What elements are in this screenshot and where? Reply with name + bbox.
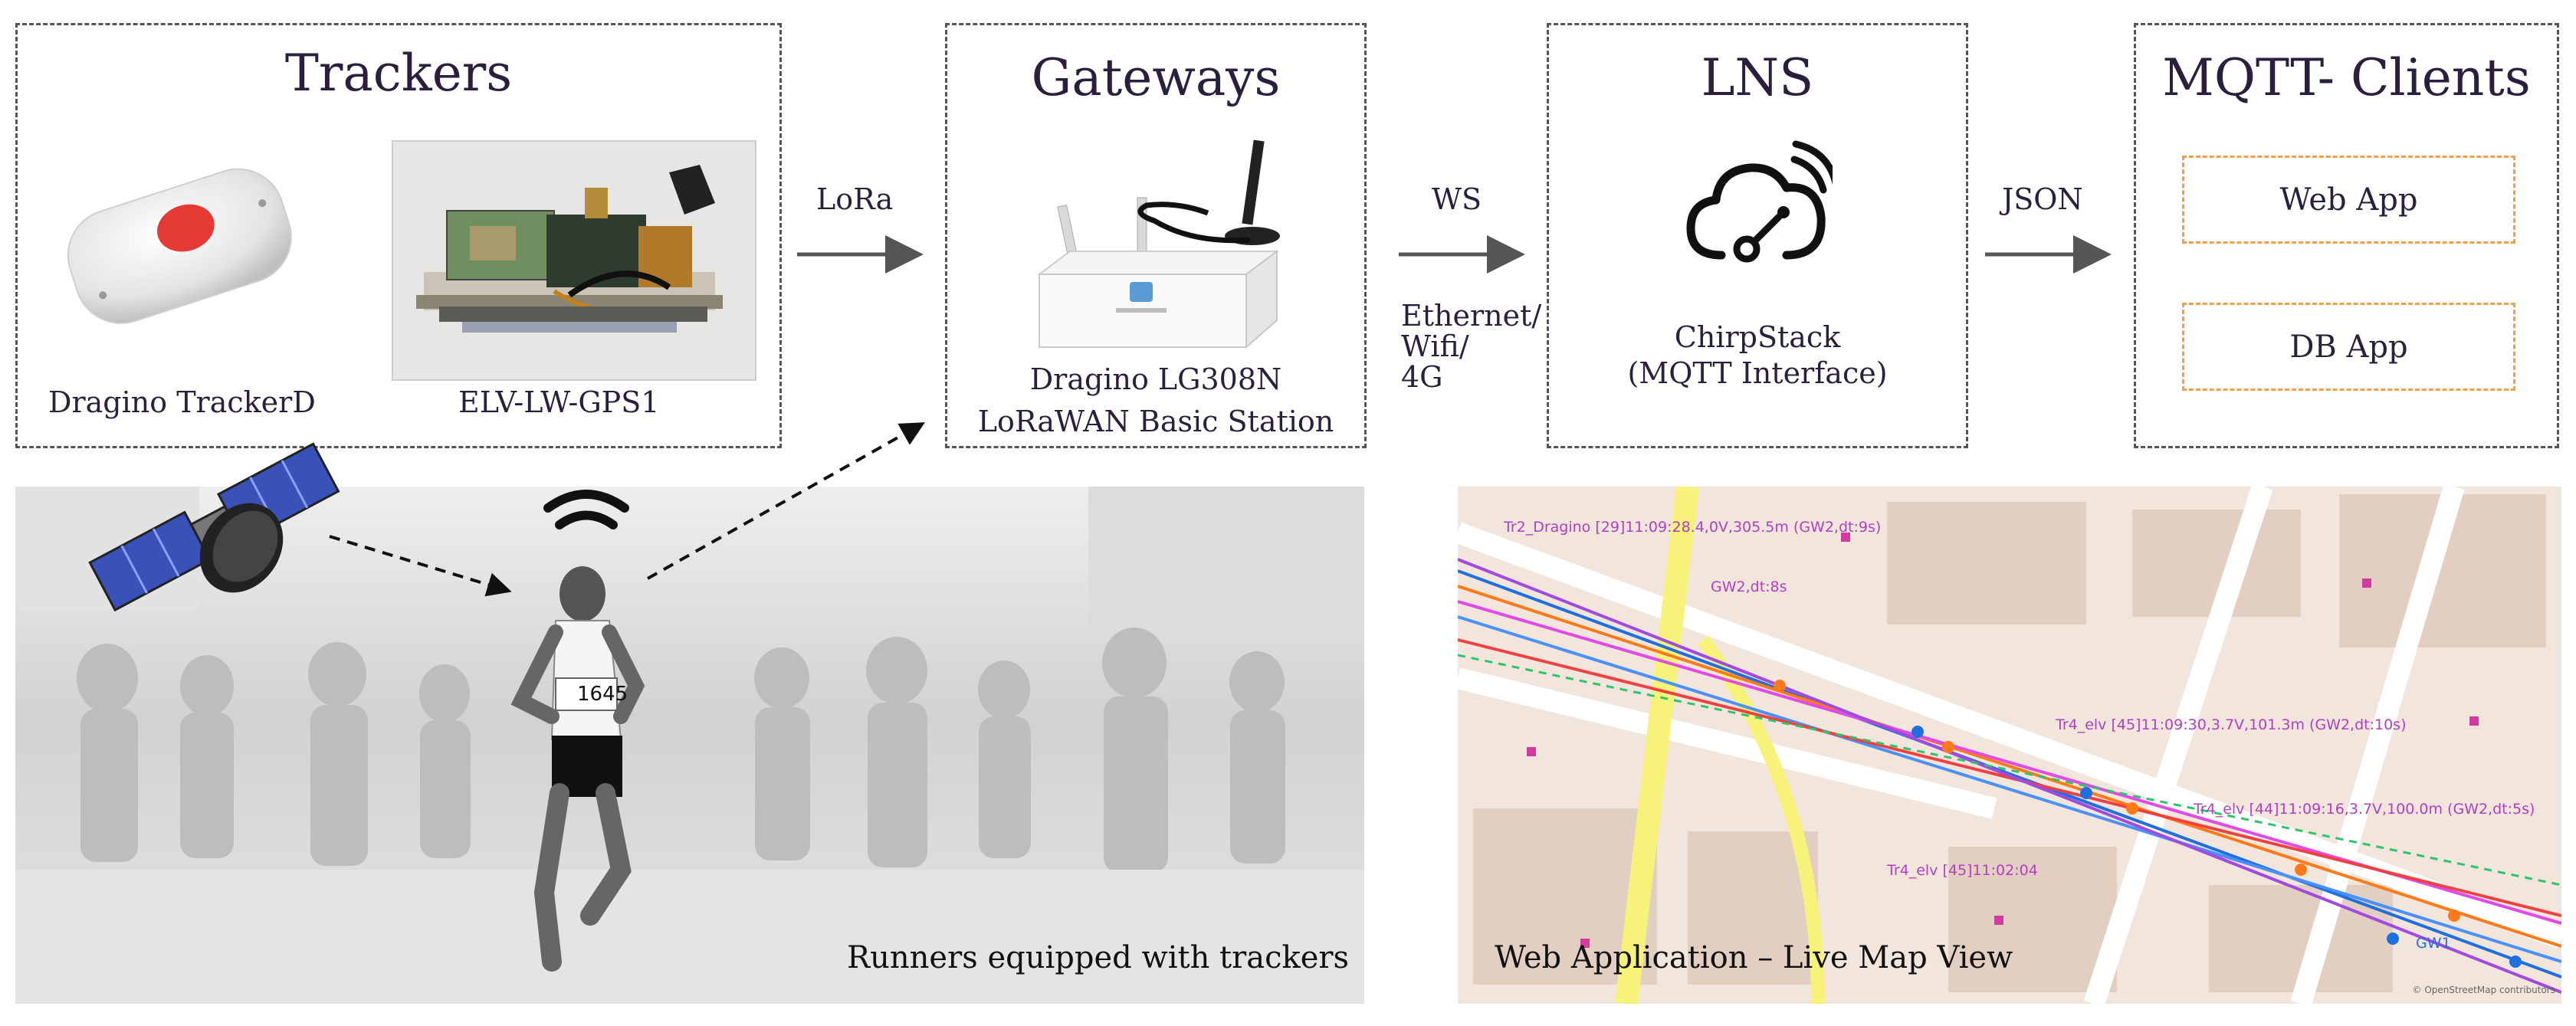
gateway-device-image (1024, 129, 1315, 359)
gateways-box: Gateways Dragino LG308N LoRaWAN Basic St… (945, 23, 1367, 448)
map-label-5: GW1 (2416, 935, 2451, 952)
runners-bib: 1645 (577, 683, 628, 706)
dragino-trackerd-image (48, 156, 301, 332)
runner-figure (510, 566, 645, 972)
ethernet-label: Ethernet/ (1401, 299, 1542, 333)
gateway-model-label: Dragino LG308N (1029, 362, 1282, 396)
cloud-icon (1679, 140, 1833, 278)
map-attribution: © OpenStreetMap contributors (2412, 985, 2555, 995)
map-label-6: Tr4_elv [45]11:02:04 (1887, 862, 2038, 879)
map-caption: Web Application – Live Map View (1495, 940, 2013, 975)
4g-label: 4G (1401, 360, 1443, 394)
dragino-trackerd-label: Dragino TrackerD (48, 385, 316, 419)
trackers-title: Trackers (284, 44, 513, 103)
db-app-box: DB App (2182, 303, 2515, 391)
elv-lw-gps1-label: ELV-LW-GPS1 (458, 385, 660, 419)
trackers-box: Trackers (15, 23, 782, 448)
elv-lw-gps1-image (392, 140, 756, 381)
live-map-view: Tr2_Dragino [29]11:09:28.4,0V,305.5m (GW… (1458, 487, 2561, 1004)
wireless-signal-icon (543, 490, 629, 529)
lns-box: LNS ChirpStack (MQTT Interface) (1547, 23, 1968, 448)
json-label: JSON (2002, 182, 2083, 216)
gateways-title: Gateways (1031, 48, 1281, 107)
ws-label: WS (1432, 182, 1482, 216)
wifi-label: Wifi/ (1401, 329, 1469, 363)
mqtt-clients-title: MQTT- Clients (2162, 48, 2531, 107)
mqtt-clients-box: MQTT- Clients Web App DB App (2134, 23, 2559, 448)
gateway-station-label: LoRaWAN Basic Station (977, 405, 1334, 438)
runners-caption: Runners equipped with trackers (847, 940, 1350, 975)
map-label-1: Tr2_Dragino [29]11:09:28.4,0V,305.5m (GW… (1504, 519, 1882, 536)
map-label-4: Tr4_elv [44]11:09:16,3.7V,100.0m (GW2,dt… (2194, 801, 2535, 818)
lns-title: LNS (1701, 48, 1814, 107)
map-label-2: GW2,dt:8s (1711, 579, 1787, 595)
lora-label: LoRa (816, 182, 894, 216)
lns-interface-label: (MQTT Interface) (1627, 356, 1888, 390)
lns-name-label: ChirpStack (1674, 320, 1841, 354)
runners-photo: 1645 Runners equipped with trackers (15, 487, 1364, 1004)
web-app-box: Web App (2182, 156, 2515, 244)
map-label-3: Tr4_elv [45]11:09:30,3.7V,101.3m (GW2,dt… (2056, 716, 2407, 733)
